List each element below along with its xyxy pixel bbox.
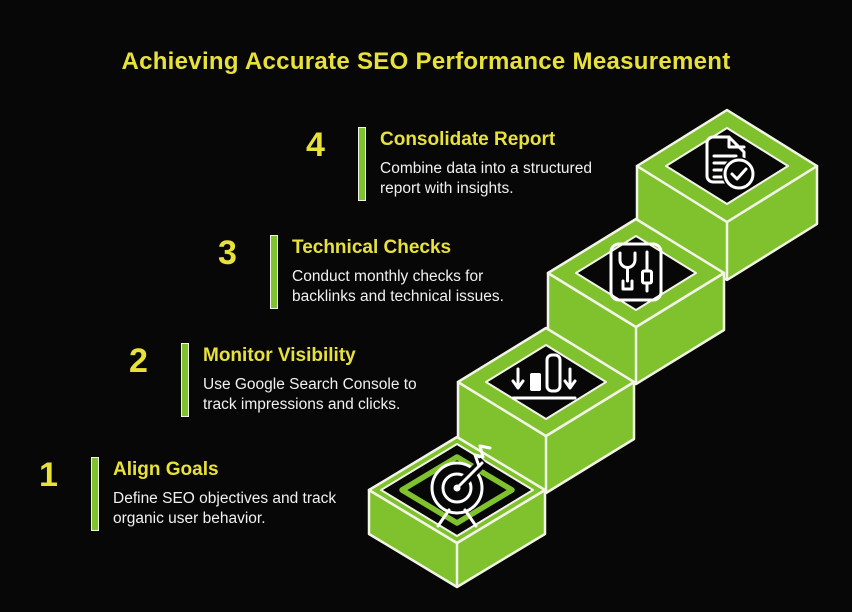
step-4-number: 4 [306, 126, 325, 164]
step-4-title: Consolidate Report [380, 129, 556, 150]
step-3-block: 3 Technical Checks Conduct monthly check… [218, 233, 504, 309]
step-1-platform [367, 435, 547, 589]
step-4-block: 4 Consolidate Report Combine data into a… [306, 125, 592, 201]
step-1-title: Align Goals [113, 459, 219, 480]
step-3-accent-bar [270, 235, 278, 309]
step-3-title: Technical Checks [292, 237, 452, 258]
step-1-accent-bar [91, 457, 99, 531]
document-check-icon [705, 135, 756, 191]
step-2-block: 2 Monitor Visibility Use Google Search C… [129, 341, 417, 417]
bar-chart-arrows-icon [511, 353, 577, 400]
step-3-number: 3 [218, 234, 237, 272]
target-dart-icon [430, 444, 492, 528]
step-1-description: Define SEO objectives and track organic … [113, 490, 337, 527]
page-title: Achieving Accurate SEO Performance Measu… [121, 48, 731, 75]
step-1-number: 1 [39, 456, 58, 494]
step-3-description: Conduct monthly checks for backlinks and… [292, 268, 504, 305]
step-1-block: 1 Align Goals Define SEO objectives and … [39, 455, 336, 531]
tools-icon [609, 242, 663, 302]
step-2-accent-bar [181, 343, 189, 417]
step-4-accent-bar [358, 127, 366, 201]
step-2-title: Monitor Visibility [203, 345, 356, 366]
step-2-description: Use Google Search Console to track impre… [203, 376, 417, 413]
step-2-number: 2 [129, 342, 148, 380]
step-4-description: Combine data into a structured report wi… [380, 160, 592, 197]
